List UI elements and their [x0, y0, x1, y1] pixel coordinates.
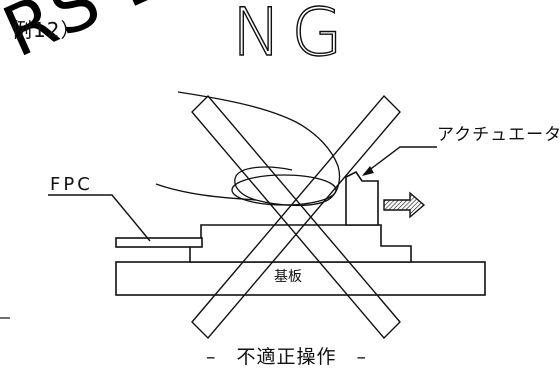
caption: –不適正操作– [206, 348, 367, 367]
example-number-label: 例12） [12, 18, 82, 42]
actuator-leader-line [362, 146, 437, 176]
substrate-label: 基板 [274, 269, 302, 285]
connector-housing [189, 224, 412, 263]
caption-text: 不適正操作 [236, 346, 337, 368]
cross-mark-icon [191, 94, 401, 340]
actuator-label: アクチュエータ [437, 125, 560, 145]
fpc-label: FPC [50, 174, 93, 195]
ng-label: NG [231, 0, 353, 71]
finger-outline-icon [155, 91, 341, 207]
substrate-board [115, 261, 486, 296]
caption-prefix-dash: – [206, 346, 217, 368]
caption-suffix-dash: – [356, 346, 368, 368]
fpc-strip [115, 237, 203, 248]
push-arrow-icon [383, 191, 426, 219]
actuator [345, 170, 379, 226]
fpc-leader-line [48, 194, 151, 242]
